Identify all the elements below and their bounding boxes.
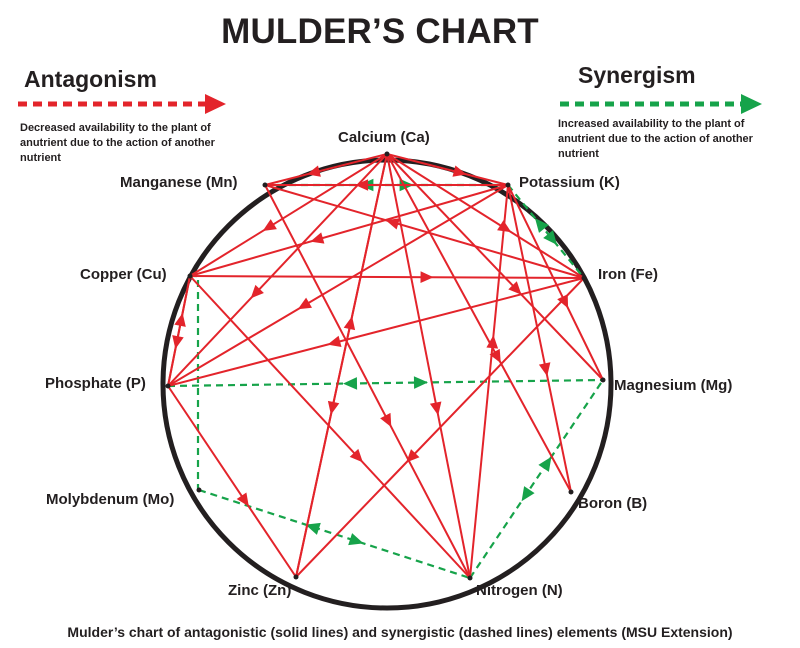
node-p-point [165,383,171,389]
synergism-p-mg-arrow [343,377,358,390]
antagonism-mn-n-line [264,184,471,579]
antagonism-n-k-arrow [486,335,499,349]
antagonism-ca-mn-line [264,153,388,186]
antagonism-ca-mg-arrow [508,281,522,295]
antagonism-ca-p-line [167,153,388,387]
node-label-cu: Copper (Cu) [80,266,167,283]
synergism-mo-n-arrow [305,522,321,535]
antagonism-p-cu-line [167,275,191,387]
antagonism-fe-mn-line [264,184,585,279]
node-n-point [467,575,473,581]
node-fe-point [581,275,587,281]
node-ca-point [384,151,390,157]
antagonism-k-p-line [167,184,509,387]
antagonism-legend-description: Decreased availability to the plant of a… [20,122,215,164]
antagonism-ca-cu-arrow [262,219,277,231]
node-label-mg: Magnesium (Mg) [614,377,733,394]
synergism-legend-title: Synergism [578,62,696,88]
antagonism-ca-b-arrow [489,348,501,364]
node-label-fe: Iron (Fe) [598,266,658,283]
antagonism-cu-n-arrow [349,448,363,463]
synergism-p-mg-arrow [413,376,428,389]
node-cu-point [187,273,193,279]
antagonism-mn-n-arrow [380,412,392,428]
antagonism-ca-cu-line [189,153,388,277]
antagonism-p-zn-arrow [236,492,249,507]
node-label-mn: Manganese (Mn) [120,174,238,191]
node-label-n: Nitrogen (N) [476,582,563,599]
synergism-cu-mo-line [190,274,200,491]
node-b-point [568,489,574,495]
antagonism-k-p-arrow [297,297,312,310]
antagonism-fe-zn-arrow [406,449,420,463]
node-label-k: Potassium (K) [519,174,620,191]
synergism-legend-description: Increased availability to the plant of a… [558,118,753,160]
antagonism-ca-n-line [386,153,471,579]
chart-title: MULDER’S CHART [221,12,539,51]
antagonism-ca-mn-arrow [306,165,321,177]
synergism-p-mg-line [167,378,604,388]
antagonism-k-cu-line [189,184,509,277]
antagonism-ca-mg-line [386,153,604,381]
synergism-k-fe-line [507,184,585,279]
node-k-point [505,182,511,188]
node-mg-point [600,377,606,383]
antagonism-k-cu-arrow [310,232,325,244]
antagonism-k-b-arrow [538,362,551,377]
antagonism-fe-p-arrow [327,335,342,347]
figure-caption: Mulder’s chart of antagonistic (solid li… [67,624,733,640]
antagonism-ca-k-arrow [452,165,467,177]
synergism-dashed-arrow-icon [560,94,762,114]
nutrient-circle [160,157,614,611]
antagonism-fe-zn-line [295,277,585,578]
antagonism-cu-fe-arrow [420,271,434,283]
antagonism-k-b-line [507,184,572,493]
antagonism-ca-p-arrow [250,284,264,299]
antagonism-cu-p-arrow [172,335,184,349]
antagonism-fe-p-line [167,277,585,387]
antagonism-ca-n-arrow [429,401,442,416]
synergism-mo-n-arrow [348,533,364,546]
node-mo-point [196,487,202,493]
antagonism-p-cu-arrow [174,313,186,327]
antagonism-ca-k-line [386,153,509,186]
antagonism-n-k-line [469,184,509,579]
node-label-zn: Zinc (Zn) [228,582,292,599]
synergism-n-mg-arrow [538,456,552,472]
node-label-p: Phosphate (P) [45,375,146,392]
antagonism-k-mg-line [507,184,604,381]
node-label-mo: Molybdenum (Mo) [46,491,175,508]
antagonism-cu-n-line [189,275,471,579]
antagonism-cu-fe-line [189,275,585,279]
node-zn-point [293,574,299,580]
synergism-k-fe-arrow [543,230,557,245]
antagonism-zn-ca-line [295,153,388,578]
node-label-ca: Calcium (Ca) [338,129,430,146]
antagonism-dashed-arrow-icon [18,94,226,114]
node-label-b: Boron (B) [578,495,648,512]
synergism-n-mg-line [469,379,604,579]
antagonism-zn-ca-arrow [343,316,356,331]
antagonism-fe-mn-arrow [385,218,400,230]
synergism-k-fe-arrow [535,218,549,233]
synergism-n-mg-arrow [521,486,535,502]
antagonism-legend-title: Antagonism [24,66,157,92]
antagonism-k-mn-arrow [355,179,369,191]
node-mn-point [262,182,268,188]
antagonism-ca-fe-line [386,153,585,279]
antagonism-p-zn-line [167,385,297,578]
